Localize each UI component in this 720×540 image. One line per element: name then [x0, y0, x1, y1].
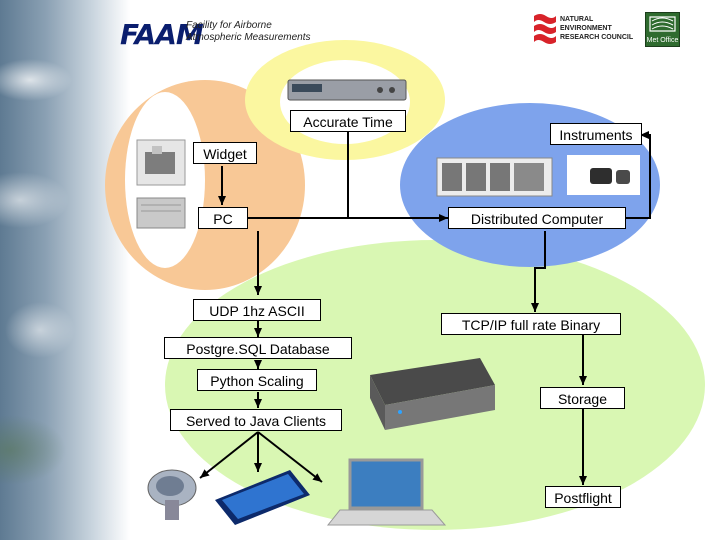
nerc-line1: NATURAL: [560, 16, 594, 23]
time-server-icon: [287, 79, 407, 101]
nerc-line3: RESEARCH COUNCIL: [560, 34, 634, 41]
met-office-icon: [649, 16, 676, 32]
arrow-dc-to-instruments: [625, 131, 651, 219]
node-instruments: Instruments: [550, 123, 642, 145]
faam-subtitle-line2: Atmospheric Measurements: [186, 32, 311, 43]
arrow-served-to-laptop: [257, 431, 323, 483]
faam-logo: FAAM: [120, 18, 204, 51]
node-widget: Widget: [193, 142, 257, 164]
laptop-icon: [326, 458, 447, 526]
nerc-line2: ENVIRONMENT: [560, 25, 612, 32]
node-postgres: Postgre.SQL Database: [164, 337, 352, 359]
nerc-logo-icon: [534, 14, 556, 44]
widget-device-icon: [136, 139, 186, 186]
node-pc: PC: [198, 207, 248, 229]
satellite-dish-icon: [147, 469, 197, 520]
instrument-rack-icon: [436, 157, 553, 197]
node-distributed-computer: Distributed Computer: [448, 207, 626, 229]
met-office-logo: Met Office: [645, 12, 680, 47]
instrument-sensor-icon: [567, 155, 640, 195]
node-postflight: Postflight: [545, 486, 621, 508]
node-tcp-binary: TCP/IP full rate Binary: [441, 313, 621, 335]
node-python-scaling: Python Scaling: [197, 369, 317, 391]
tablet-icon: [215, 470, 310, 525]
faam-subtitle: Facility for Airborne Atmospheric Measur…: [186, 20, 311, 44]
node-udp-ascii: UDP 1hz ASCII: [193, 299, 321, 321]
arrow-served-to-satellite: [199, 431, 259, 479]
node-storage: Storage: [540, 387, 625, 409]
node-accurate-time: Accurate Time: [290, 110, 406, 132]
met-office-label: Met Office: [646, 37, 679, 44]
nerc-text: NATURAL ENVIRONMENT RESEARCH COUNCIL: [560, 15, 633, 42]
pc-device-icon: [136, 197, 186, 229]
arrow-dc-to-tcp: [531, 231, 546, 312]
cloud-background: [0, 0, 130, 540]
faam-subtitle-line1: Facility for Airborne: [186, 20, 272, 31]
storage-computer-icon: [370, 358, 495, 430]
node-served-java: Served to Java Clients: [170, 409, 342, 431]
